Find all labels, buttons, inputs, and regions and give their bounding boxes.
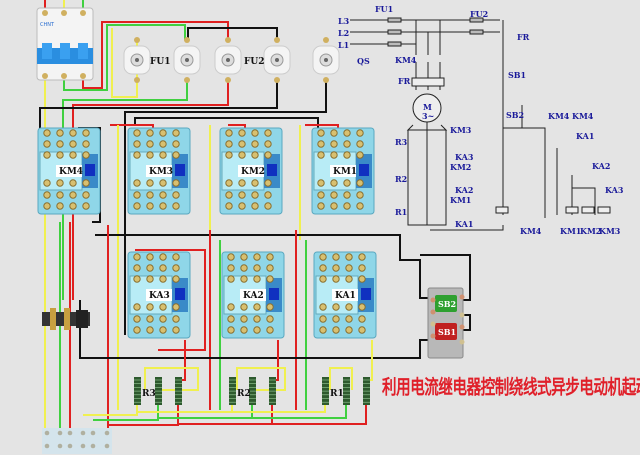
sb2-start-button[interactable]: SB2 [435, 295, 457, 312]
schematic [350, 17, 611, 231]
motor-sub-label: 3~ [422, 111, 434, 121]
thermal-relay[interactable] [42, 308, 90, 330]
fu2-schem-label: FU2 [470, 9, 488, 19]
km4-aux1-label: KM4 [548, 111, 570, 121]
coil-km2-label: KM2 [580, 226, 601, 236]
ka3-label: KA3 [455, 152, 474, 162]
coil-km4-label: KM4 [520, 226, 542, 236]
resistor-bank-r1: R1 [322, 377, 370, 405]
fuse-holder[interactable] [214, 37, 242, 83]
r2-label: R2 [395, 174, 407, 184]
terminal-screw [104, 443, 110, 449]
contactor-label: KM4 [59, 167, 83, 177]
fr-label: FR [398, 76, 411, 86]
ka2-ctrl-label: KA2 [592, 161, 610, 171]
wires [39, 0, 471, 440]
km4-main-label: KM4 [395, 55, 417, 65]
resistor-bank-r2: R2 [229, 377, 276, 405]
km3-label: KM3 [450, 125, 472, 135]
sb2-label: SB2 [438, 299, 456, 309]
relay-ka2[interactable]: KA2 [221, 251, 285, 339]
terminal-screw [80, 443, 86, 449]
fuse-holder[interactable] [123, 37, 151, 83]
schematic-labels: L3 L2 L1 QS FU1 FU2 KM4 FR M 3~ KM3 KA3 … [338, 4, 624, 236]
terminal-screw [44, 430, 50, 436]
resistor-label: R3 [142, 389, 156, 399]
line-l2: L2 [338, 28, 349, 38]
resistor-bank-r3: R3 [134, 377, 182, 405]
contactor-label: KM2 [241, 167, 265, 177]
line-l3: L3 [338, 16, 350, 26]
coil-km1-label: KM1 [560, 226, 581, 236]
ka1-ctrl-label: KA1 [576, 131, 594, 141]
ka1-label: KA1 [455, 219, 473, 229]
contactor-label: KM3 [149, 167, 173, 177]
contactor-km3[interactable]: KM3 [127, 127, 191, 215]
button-box: SB2 SB1 [427, 287, 465, 359]
contactor-label: KM1 [333, 167, 357, 177]
fu2-label: FU2 [244, 57, 265, 67]
circuit-breaker[interactable]: CHNT [36, 7, 94, 81]
contactor-label: KA3 [149, 291, 170, 301]
terminal-strip [42, 428, 112, 454]
contactor-km2[interactable]: KM2 [219, 127, 283, 215]
terminal-screw [57, 430, 63, 436]
sb1-stop-button[interactable]: SB1 [435, 323, 457, 340]
r3-label: R3 [395, 137, 408, 147]
motor-label: M [423, 102, 432, 112]
terminal-screw [80, 430, 86, 436]
r1-label: R1 [395, 207, 407, 217]
fuse-holder[interactable] [263, 37, 291, 83]
ka3-ctrl-label: KA3 [605, 185, 624, 195]
resistor-label: R1 [330, 389, 344, 399]
fr-ctrl-label: FR [517, 32, 530, 42]
fuse-holders [123, 37, 340, 83]
contactor-km4[interactable]: KM4 [37, 127, 101, 215]
qs-label: QS [357, 56, 370, 66]
relay-ka1[interactable]: KA1 [313, 251, 377, 339]
terminal-screw [67, 430, 73, 436]
terminal-screw [44, 443, 50, 449]
sb1-label: SB1 [438, 327, 456, 337]
fu1-label: FU1 [150, 57, 171, 67]
terminal-screw [104, 430, 110, 436]
contactor-label: KA2 [243, 291, 264, 301]
sb1-schem-label: SB1 [508, 70, 526, 80]
fu1-schem-label: FU1 [375, 4, 393, 14]
breaker-brand: CHNT [40, 22, 55, 28]
coil-km3-label: KM3 [599, 226, 621, 236]
km4-aux2-label: KM4 [572, 111, 594, 121]
km2-label: KM2 [450, 162, 471, 172]
terminal-screw [90, 430, 96, 436]
km1-label: KM1 [450, 195, 471, 205]
sb2-schem-label: SB2 [506, 110, 524, 120]
contactor-label: KA1 [335, 291, 356, 301]
contactor-km1[interactable]: KM1 [311, 127, 375, 215]
diagram-title: 利用电流继电器控制绕线式异步电动机起动控制线路 [382, 377, 640, 399]
ka2-label: KA2 [455, 185, 473, 195]
fuse-holder[interactable] [173, 37, 201, 83]
terminal-screw [90, 443, 96, 449]
line-l1: L1 [338, 40, 349, 50]
resistor-label: R2 [237, 389, 251, 399]
terminal-screw [67, 443, 73, 449]
fuse-holder[interactable] [312, 37, 340, 83]
resistors: R3 R2 R1 [134, 377, 370, 405]
relay-ka3[interactable]: KA3 [127, 251, 191, 339]
terminal-screw [57, 443, 63, 449]
